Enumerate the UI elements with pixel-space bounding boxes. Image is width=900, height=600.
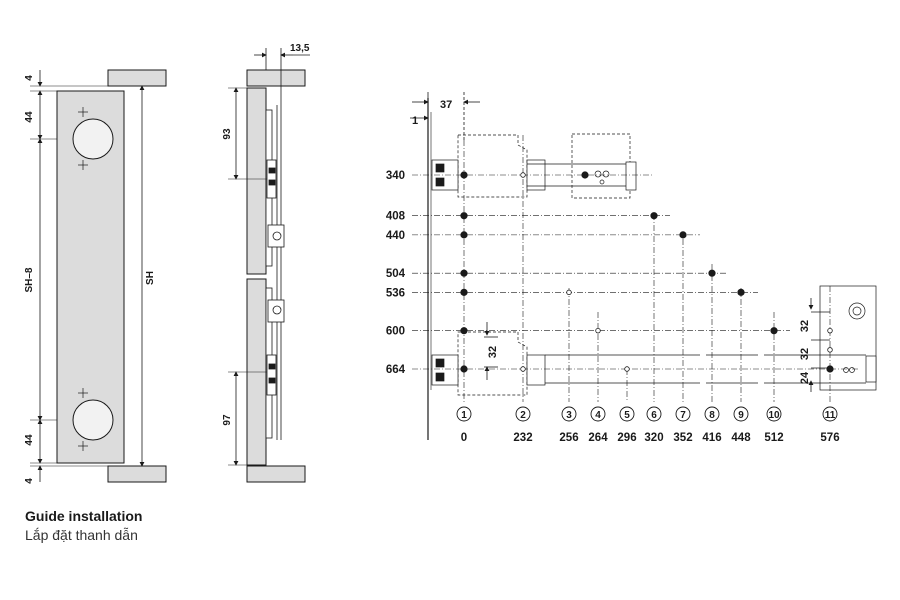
- col-value-512: 512: [764, 432, 783, 444]
- mount-point: [624, 366, 630, 372]
- column-markers: 1022323256426452966320735284169448105121…: [456, 406, 840, 444]
- col-marker-4: [590, 406, 606, 422]
- row-label-600: 600: [386, 326, 405, 338]
- mount-point: [827, 347, 833, 353]
- position-grid: 37 1: [386, 92, 877, 444]
- row-labels: 340 408 440 504 536 600 664: [386, 170, 406, 376]
- row-label-664: 664: [386, 364, 406, 376]
- dim-top-offset: 93: [222, 128, 233, 140]
- dim-hole-top: 44: [24, 111, 35, 123]
- col-number-1: 1: [461, 410, 467, 421]
- mount-point: [460, 327, 468, 335]
- mount-point: [827, 327, 833, 334]
- mount-point: [826, 365, 834, 373]
- col-value-0: 0: [461, 432, 467, 444]
- col-number-3: 3: [566, 410, 572, 421]
- col-number-6: 6: [651, 410, 657, 421]
- col-value-576: 576: [820, 432, 839, 444]
- col-marker-5: [619, 406, 635, 422]
- dim-spacing-right-bottom: 24: [799, 371, 811, 384]
- bottom-mechanism: [431, 285, 877, 396]
- col-number-2: 2: [520, 410, 526, 421]
- dim-top-gap: 4: [24, 75, 35, 81]
- mount-point: [566, 289, 572, 296]
- dim-width: 37: [440, 99, 452, 111]
- col-marker-9: [733, 406, 749, 422]
- col-value-448: 448: [731, 432, 751, 444]
- dim-inner-height: SH–8: [24, 267, 35, 292]
- bottom-hole: [72, 399, 114, 441]
- dim-edge: 1: [412, 115, 418, 127]
- row-label-504: 504: [386, 268, 406, 280]
- col-number-5: 5: [624, 410, 630, 421]
- dim-spacing-right-top: 32: [799, 320, 811, 332]
- front-view: 4 44 SH–8 44 4 SH: [24, 69, 167, 484]
- mount-point: [520, 366, 526, 372]
- mount-point: [460, 231, 468, 239]
- mount-point: [650, 212, 658, 220]
- mount-point: [581, 171, 589, 179]
- row-label-536: 536: [386, 287, 405, 299]
- dim-bottom-gap: 4: [24, 478, 35, 484]
- side-view: 13,5 93 97: [222, 43, 310, 483]
- col-number-10: 10: [768, 410, 780, 421]
- col-marker-2: [515, 406, 531, 422]
- mount-point: [460, 171, 468, 179]
- top-hole: [72, 118, 114, 160]
- dim-hole-bottom: 44: [24, 434, 35, 446]
- caption-title: Guide installation: [25, 508, 143, 524]
- mount-point: [460, 365, 468, 373]
- col-marker-10: [766, 406, 782, 422]
- col-number-11: 11: [825, 410, 836, 421]
- col-number-9: 9: [738, 410, 744, 421]
- bottom-shelf: [107, 465, 167, 483]
- side-fittings: [266, 159, 285, 396]
- mount-point: [460, 288, 468, 296]
- caption-subtitle: Lắp đặt thanh dẫn: [25, 527, 138, 543]
- mount-point: [679, 231, 687, 239]
- dim-thickness: 13,5: [290, 43, 310, 54]
- dim-height: SH: [145, 271, 156, 285]
- row-label-440: 440: [386, 230, 405, 242]
- grid-points: [460, 171, 834, 373]
- top-shelf: [107, 69, 167, 87]
- side-panel-upper: [246, 87, 267, 275]
- col-number-8: 8: [709, 410, 715, 421]
- row-label-340: 340: [386, 170, 405, 182]
- col-value-320: 320: [644, 432, 663, 444]
- row-label-408: 408: [386, 211, 406, 223]
- col-value-256: 256: [559, 432, 578, 444]
- mount-point: [770, 327, 778, 335]
- col-number-7: 7: [680, 410, 686, 421]
- mount-point: [708, 269, 716, 277]
- grid-lines: [412, 135, 860, 402]
- col-marker-3: [561, 406, 577, 422]
- dim-bottom-offset: 97: [222, 414, 233, 426]
- hole-marks: [78, 107, 88, 451]
- col-marker-11: [822, 406, 838, 422]
- col-marker-7: [675, 406, 691, 422]
- col-value-416: 416: [702, 432, 721, 444]
- col-value-264: 264: [588, 432, 608, 444]
- mount-point: [520, 172, 526, 178]
- side-bottom-shelf: [246, 465, 306, 483]
- col-value-352: 352: [673, 432, 692, 444]
- col-marker-6: [646, 406, 662, 422]
- side-top-shelf: [246, 69, 306, 87]
- col-marker-1: [456, 406, 472, 422]
- mount-point: [595, 327, 601, 334]
- col-marker-8: [704, 406, 720, 422]
- dim-spacing-right-mid: 32: [799, 348, 811, 360]
- mount-point: [460, 212, 468, 220]
- dim-spacing-left: 32: [487, 346, 499, 358]
- top-mechanism: [431, 133, 637, 199]
- col-number-4: 4: [595, 410, 601, 421]
- col-value-296: 296: [617, 432, 636, 444]
- mount-point: [460, 269, 468, 277]
- mount-point: [737, 288, 745, 296]
- col-value-232: 232: [513, 432, 532, 444]
